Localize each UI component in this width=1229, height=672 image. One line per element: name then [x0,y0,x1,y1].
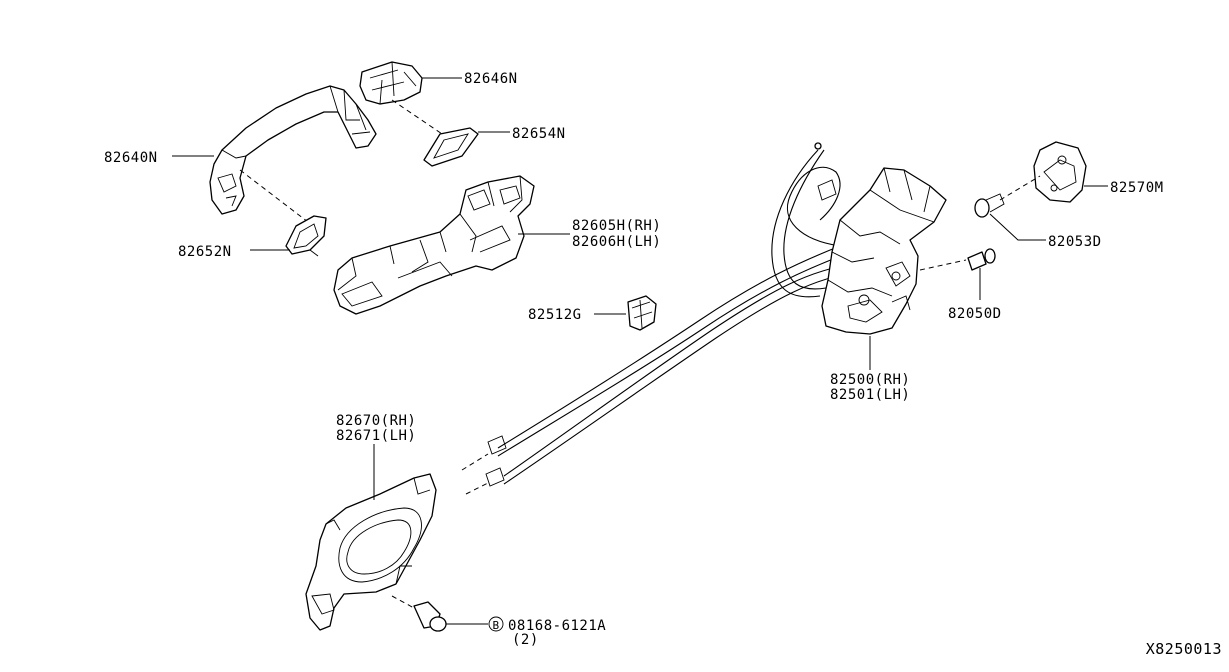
inside-handle-82670 [305,473,437,631]
label-82570M: 82570M [1110,180,1164,196]
label-82671: 82671(LH) [336,428,416,444]
label-82652N: 82652N [178,244,232,260]
clip-82512G [627,295,657,331]
label-bolt: 08168-6121A [508,618,606,634]
label-82670: 82670(RH) [336,413,416,429]
screw-82050D [967,248,996,271]
label-82654N: 82654N [512,126,566,142]
label-82053D: 82053D [1048,234,1102,250]
handle-cap-82646N [359,61,423,105]
bolt-symbol-circle [488,616,504,632]
label-82050D: 82050D [948,306,1002,322]
label-82605H: 82605H(RH) [572,218,661,234]
reference-code: X8250013 [1146,640,1222,658]
lock-cables [485,142,859,487]
screw-82053D [974,193,1005,218]
label-82501: 82501(LH) [830,387,910,403]
label-82512G: 82512G [528,307,582,323]
door-lock-82500 [821,167,947,335]
label-82646N: 82646N [464,71,518,87]
gasket-82652N [285,215,327,257]
bolt-08168-6121A [413,601,447,632]
label-82606H: 82606H(LH) [572,234,661,250]
label-82640N: 82640N [104,150,158,166]
gasket-82654N [423,127,479,167]
handle-frame-82605H [333,175,535,315]
label-bolt-qty: (2) [512,632,539,648]
bolt-symbol: B [492,619,499,632]
outside-handle-82640N [209,85,377,215]
striker-82570M [1033,141,1087,203]
label-82500: 82500(RH) [830,372,910,388]
